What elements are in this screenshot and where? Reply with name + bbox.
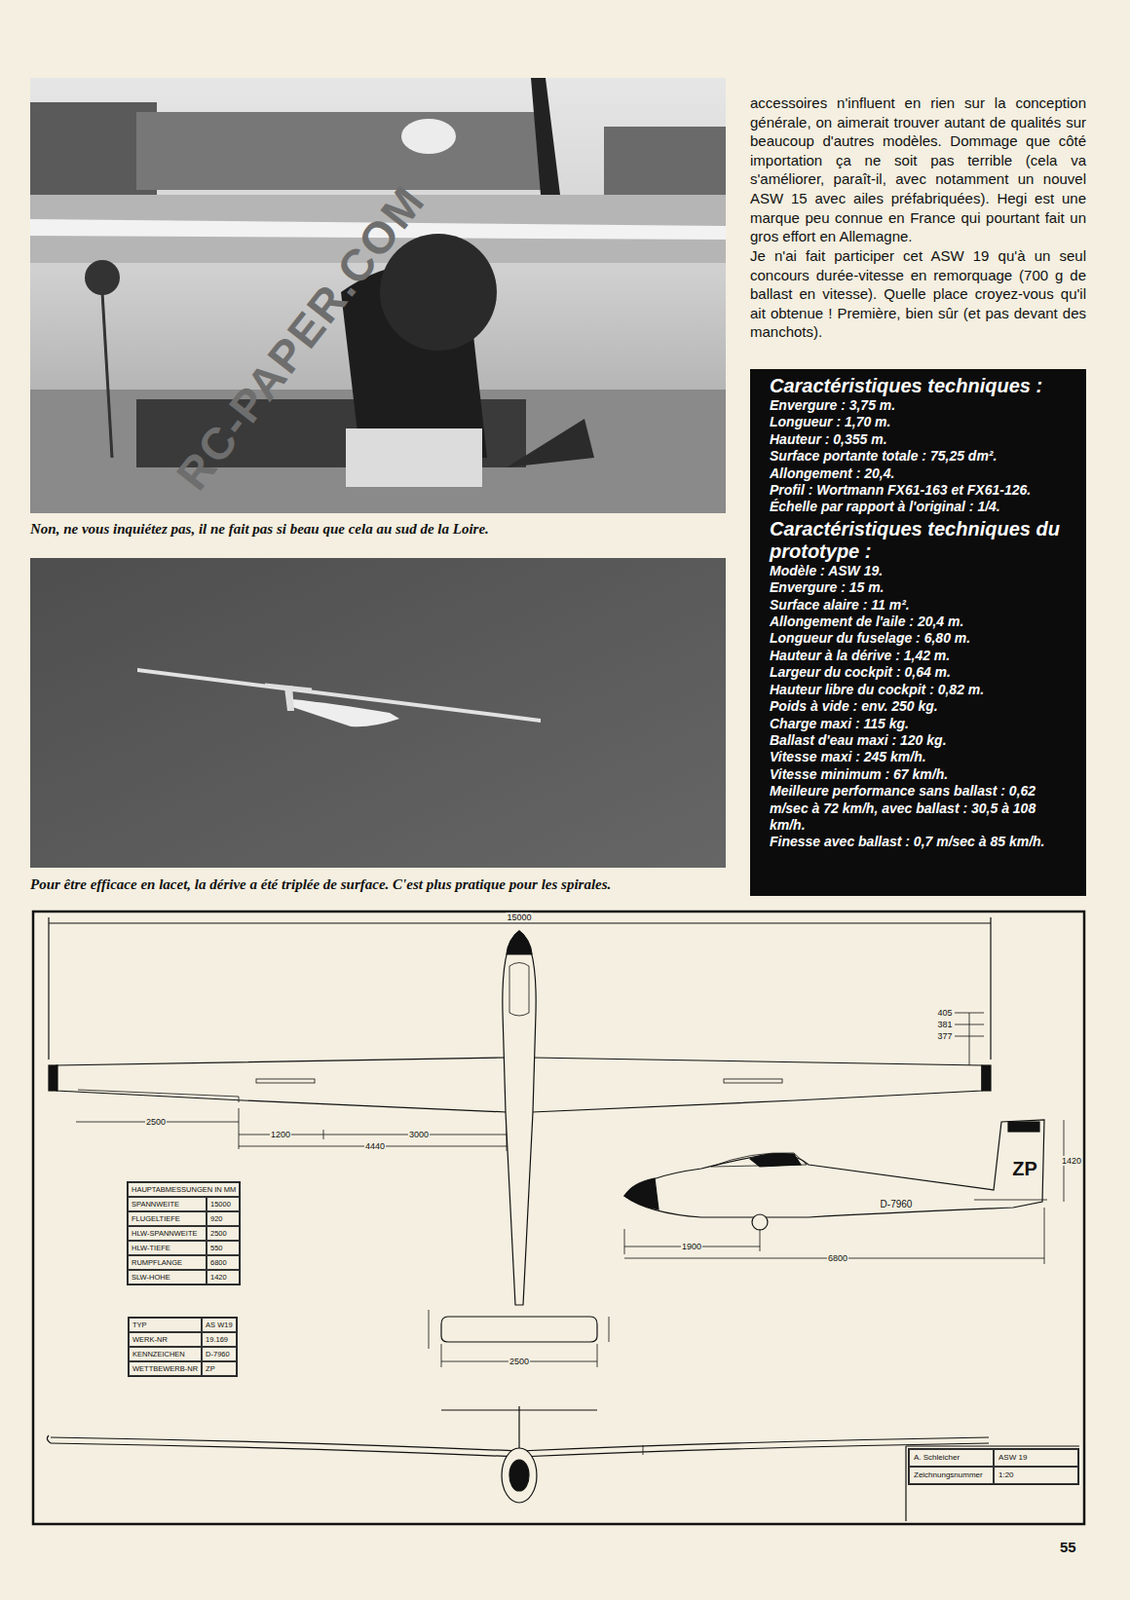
table-cell: 2500 [206,1226,240,1242]
table-cell: A. Schleicher [908,1449,994,1468]
spec-line: Vitesse maxi : 245 km/h. [769,749,1075,766]
spec-line: Profil : Wortmann FX61-163 et FX61-126. [769,482,1075,499]
table-cell: ASW 19 [993,1449,1079,1468]
spec-line: Vitesse minimum : 67 km/h. [769,766,1075,784]
three-view-drawing [46,917,1080,1522]
table-cell: SLW-HOHE [127,1270,207,1285]
spec-line: Poids à vide : env. 250 kg. [769,698,1075,716]
spec-line: Hauteur : 0,355 m. [769,431,1075,449]
body-paragraph: accessoires n'influent en rien sur la co… [750,93,1087,247]
dimension-label: 15000 [505,912,532,923]
dimension-label: 2500 [508,1356,530,1367]
spec-line: Surface alaire : 11 m². [769,597,1075,614]
table-cell: AS W19 [201,1318,237,1333]
dimension-label: 1900 [680,1242,703,1252]
table-cell: HLW-TIEFE [127,1241,207,1256]
dimension-label: 2500 [145,1117,167,1128]
spec-line: Ballast d'eau maxi : 120 kg. [769,732,1075,750]
spec-line: Allongement de l'aile : 20,4 m. [769,613,1075,631]
dimension-label: 377 [936,1031,953,1042]
dimension-label: 405 [936,1008,953,1018]
spec-box: Caractéristiques techniques :Envergure :… [750,369,1087,897]
table-cell: 1420 [206,1270,240,1285]
spec-line: Envergure : 3,75 m. [769,397,1075,415]
registration-mark: D-7960 [880,1199,913,1210]
spec-line: Charge maxi : 115 kg. [769,715,1075,733]
drawing-frame [33,911,1085,1525]
table-cell: ZP [201,1361,237,1377]
table-cell: WERK-NR [128,1332,202,1348]
watermark: RC-PAPER.COM [165,175,436,500]
spec-line: Échelle par rapport à l'original : 1/4. [769,498,1075,516]
dimension-table: HAUPTABMESSUNGEN IN MMSPANNWEITE15000FLU… [126,1181,241,1286]
table-cell: KENNZEICHEN [128,1347,202,1362]
dimension-label: 3000 [408,1130,430,1140]
table-cell: Zeichnungsnummer [908,1467,994,1485]
page-number: 55 [1059,1539,1077,1556]
table-cell: HLW-SPANNWEITE [127,1226,207,1242]
spec-line: Longueur : 1,70 m. [769,414,1075,431]
spec-line: Longueur du fuselage : 6,80 m. [769,630,1075,647]
photo-flight [30,558,726,868]
spec-line: Hauteur à la dérive : 1,42 m. [769,647,1075,665]
table-cell: FLUGELTIEFE [127,1211,207,1227]
table-cell: HAUPTABMESSUNGEN IN MM [127,1182,240,1198]
spec-line: Meilleure performance sans ballast : 0,6… [769,783,1075,834]
table-cell: 920 [206,1211,240,1227]
photo-caption: Pour être efficace en lacet, la dérive a… [30,875,742,894]
spec-heading: Caractéristiques techniques : [769,375,1075,398]
table-cell: SPANNWEITE [127,1197,207,1212]
table-cell: 550 [206,1241,240,1256]
spec-line: Finesse avec ballast : 0,7 m/sec à 85 km… [769,833,1075,851]
table-cell: RUMPFLANGE [127,1255,207,1271]
spec-line: Largeur du cockpit : 0,64 m. [769,664,1075,681]
dimension-label: 4440 [364,1141,386,1152]
spec-line: Envergure : 15 m. [769,579,1075,597]
dimension-label: 1200 [269,1130,292,1140]
table-cell: TYP [128,1318,202,1333]
photo-caption: Non, ne vous inquiétez pas, il ne fait p… [30,520,726,538]
spec-line: Hauteur libre du cockpit : 0,82 m. [769,681,1075,699]
body-paragraph: Je n'ai fait participer cet ASW 19 qu'à … [750,246,1087,342]
table-cell: 6800 [206,1255,240,1271]
dimension-label: 6800 [827,1253,849,1264]
table-cell: 19.169 [201,1332,237,1348]
type-table: TYPAS W19WERK-NR19.169KENNZEICHEND-7960W… [127,1317,238,1378]
dimension-label: 1420 [1060,1156,1083,1167]
table-cell: 1:20 [993,1467,1079,1485]
competition-number: ZP [1012,1158,1038,1180]
spec-line: Modèle : ASW 19. [769,563,1075,580]
table-cell: WETTBEWERB-NR [128,1361,202,1377]
spec-line: Allongement : 20,4. [769,465,1075,483]
spec-heading: Caractéristiques techniques du prototype… [769,518,1075,564]
table-cell: 15000 [206,1197,240,1212]
dimension-label: 381 [936,1019,953,1030]
title-block: A. SchleicherASW 19Zeichnungsnummer1:20 [907,1448,1080,1486]
photo-field [30,77,726,514]
spec-line: Surface portante totale : 75,25 dm². [769,448,1075,465]
table-cell: D-7960 [201,1347,237,1362]
